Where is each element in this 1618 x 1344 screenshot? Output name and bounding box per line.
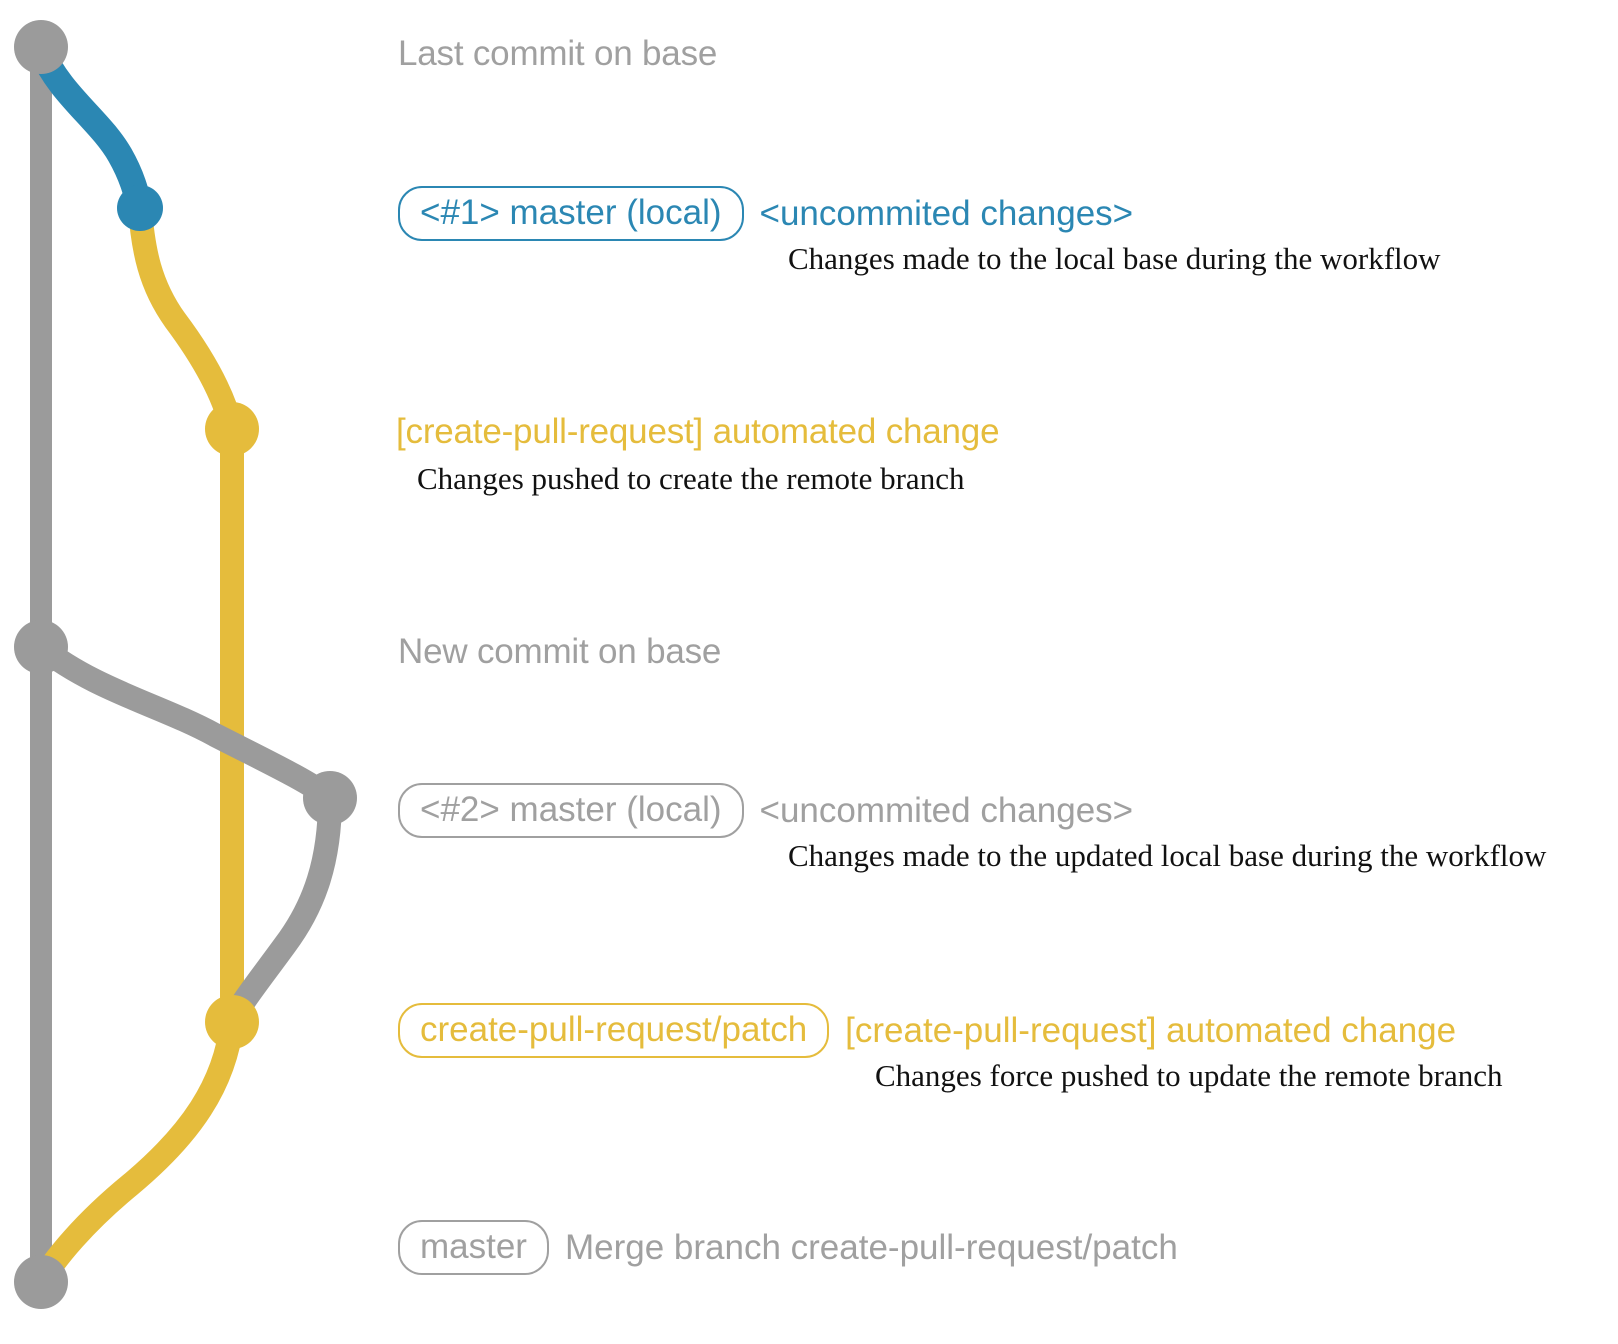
node-local-commit-1 — [117, 185, 163, 231]
local-2-to-patch-2-line — [220, 786, 342, 1034]
patch-merge-line — [29, 1010, 244, 1294]
row-local-commit-1: <#1> master (local) <uncommited changes> — [398, 186, 1133, 241]
desc-local-commit-2: Changes made to the updated local base d… — [788, 838, 1547, 873]
badge-master-local-1[interactable]: <#1> master (local) — [398, 186, 744, 241]
local-branch-1-line — [28, 37, 153, 221]
message-local-commit-2: <uncommited changes> — [759, 791, 1134, 830]
node-base-head — [14, 20, 68, 74]
message-merge-commit: Merge branch create-pull-request/patch — [564, 1228, 1178, 1267]
message-automated-change-2: [create-pull-request] automated change — [845, 1011, 1457, 1050]
label-last-commit-on-base: Last commit on base — [398, 34, 718, 73]
message-local-commit-1: <uncommited changes> — [759, 194, 1134, 233]
label-new-commit-on-base: New commit on base — [398, 632, 722, 671]
message-automated-change-1: [create-pull-request] automated change — [396, 412, 1000, 451]
patch-branch-1-line — [128, 196, 244, 441]
row-merge-commit: master Merge branch create-pull-request/… — [398, 1220, 1178, 1275]
badge-create-pull-request-patch[interactable]: create-pull-request/patch — [398, 1003, 830, 1058]
local-branch-2-line — [29, 635, 342, 810]
badge-master[interactable]: master — [398, 1220, 549, 1275]
node-patch-commit-2 — [205, 995, 259, 1049]
row-automated-change-2: create-pull-request/patch [create-pull-r… — [398, 1003, 1456, 1058]
desc-automated-change-2: Changes force pushed to update the remot… — [875, 1058, 1503, 1093]
badge-master-local-2[interactable]: <#2> master (local) — [398, 783, 744, 838]
row-local-commit-2: <#2> master (local) <uncommited changes> — [398, 783, 1133, 838]
node-merge-commit — [14, 1255, 68, 1309]
node-base-new-commit — [14, 620, 68, 674]
desc-automated-change-1: Changes pushed to create the remote bran… — [417, 461, 965, 496]
desc-local-commit-1: Changes made to the local base during th… — [788, 241, 1441, 276]
node-patch-commit-1 — [205, 402, 259, 456]
node-local-commit-2 — [303, 771, 357, 825]
